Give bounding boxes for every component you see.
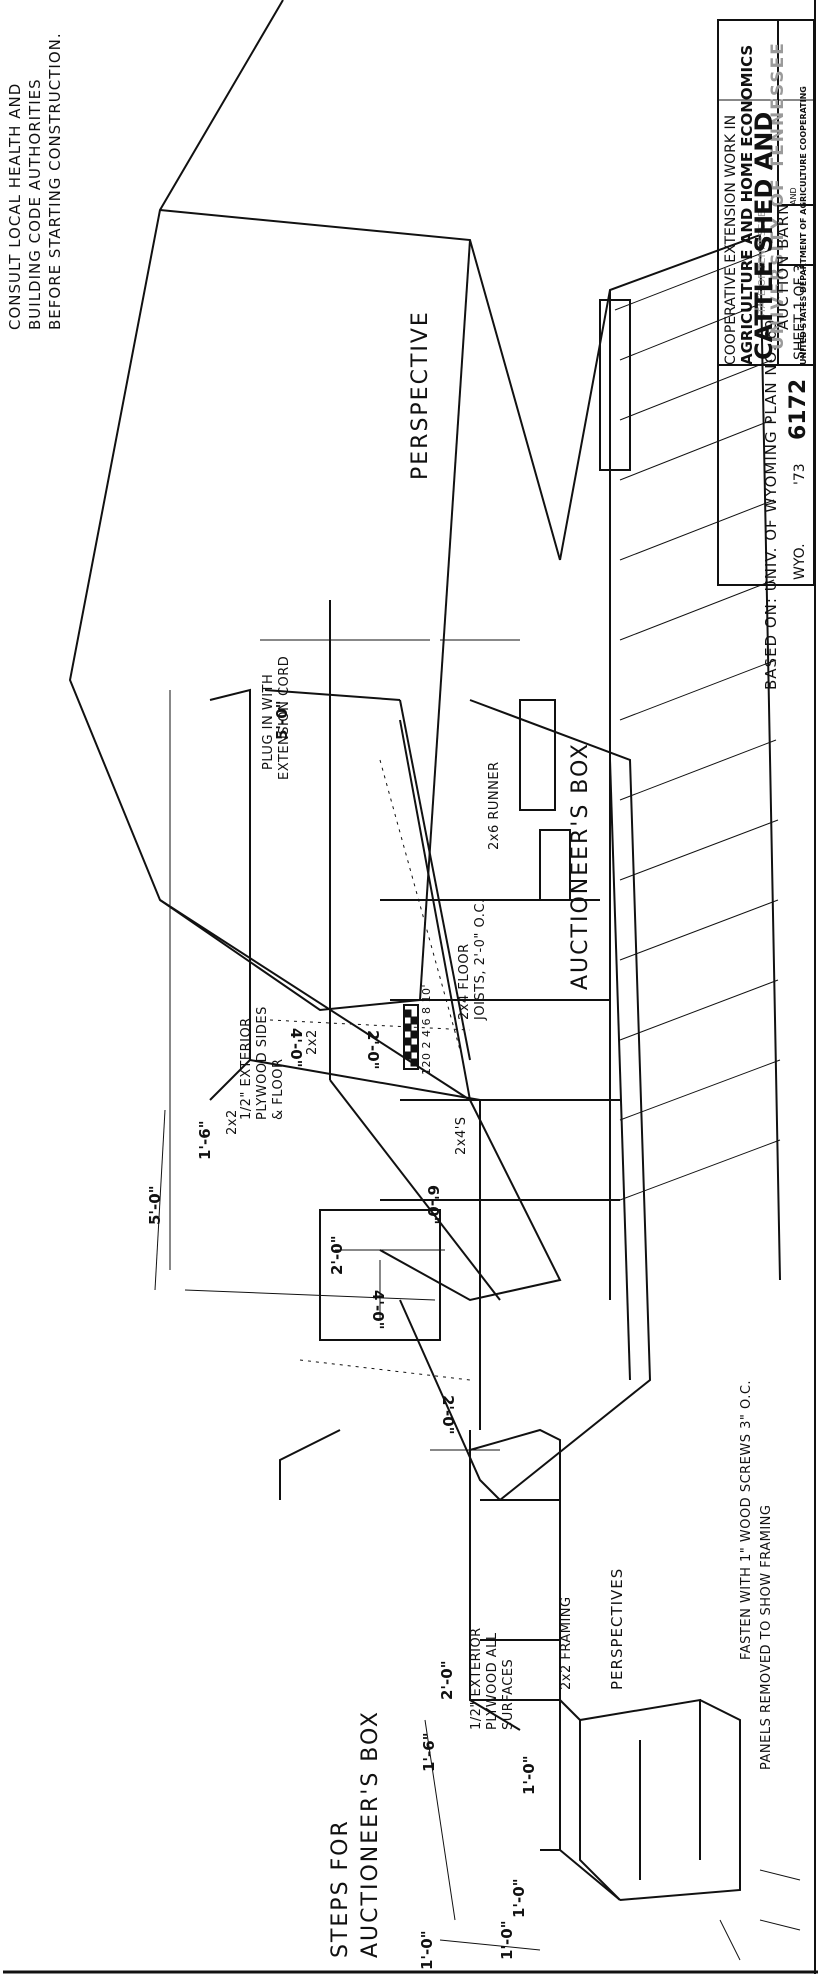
callout-plywood-sides-3: & FLOOR bbox=[271, 1058, 286, 1120]
note-line-3: BEFORE STARTING CONSTRUCTION. bbox=[46, 32, 64, 330]
callout-plywood-sides-1: 1/2" EXTERIOR bbox=[239, 1017, 254, 1120]
scale-bar bbox=[403, 1004, 419, 1070]
callout-panels: PANELS REMOVED TO SHOW FRAMING bbox=[759, 1504, 774, 1770]
dim-box-side: 1'-6" bbox=[196, 1120, 214, 1160]
dim-steps-depth: 2'-0" bbox=[438, 1660, 456, 1700]
dim-door-height: 4'-0" bbox=[369, 1290, 387, 1330]
auctioneers-box-drawing bbox=[209, 688, 652, 1501]
dim-steps-rise-2: 1'-0" bbox=[498, 1920, 516, 1960]
dim-steps-rise: 1'-0" bbox=[510, 1878, 528, 1918]
callout-plywood-all-1: 1/2" EXTERIOR bbox=[469, 1627, 484, 1730]
callout-two-by-two-b: 2x2 bbox=[305, 1029, 320, 1055]
title-block-frame bbox=[717, 19, 815, 586]
title-block-year: '73 bbox=[792, 463, 808, 485]
dim-floor-height: 2'-0" bbox=[439, 1395, 457, 1435]
dim-box-length: 5'-0" bbox=[146, 1185, 164, 1225]
building-perspective bbox=[68, 0, 781, 1302]
steps-title-line-2: AUCTIONEER'S BOX bbox=[358, 1710, 383, 1958]
siding-hatching bbox=[614, 249, 781, 1201]
note-line-2: BUILDING CODE AUTHORITIES bbox=[26, 78, 44, 330]
callout-joists-2: JOISTS, 2'-0" O.C. bbox=[473, 898, 488, 1020]
title-block-title-1: CATTLE SHED AND bbox=[750, 111, 778, 360]
dim-door-width: 2'-0" bbox=[328, 1235, 346, 1275]
callout-runner: 2x6 RUNNER bbox=[487, 761, 502, 850]
dim-box-height: 6'-0" bbox=[424, 1185, 442, 1225]
title-block-plan-no: 6172 bbox=[786, 378, 811, 440]
steps-dimension-lines bbox=[424, 1719, 801, 1961]
title-block-state: WYO. bbox=[792, 543, 808, 580]
based-on-note: BASED ON: UNIV. OF WYOMING PLAN NO. 69 bbox=[762, 318, 780, 690]
dim-steps-tread-2: 1'-0" bbox=[418, 1930, 436, 1970]
dim-steps-tread: 1'-0" bbox=[520, 1755, 538, 1795]
callout-two-by-two-a: 2x2 bbox=[225, 1109, 240, 1135]
scale-bar-labels: 120 2 4 6 8 10' bbox=[420, 983, 433, 1075]
callout-plug-1: PLUG IN WITH bbox=[261, 673, 276, 770]
building-view-title: PERSPECTIVE bbox=[408, 310, 433, 480]
framing-title-line-2: PERSPECTIVES bbox=[608, 1567, 626, 1690]
callout-plywood-all-3: SURFACES bbox=[501, 1658, 516, 1730]
title-block-sheet: SHEET 1 OF 3 bbox=[792, 264, 808, 360]
callout-plug-2: EXTENSION CORD bbox=[277, 655, 292, 780]
dim-steps-width: 1'-6" bbox=[420, 1732, 438, 1772]
steps-drawing bbox=[469, 1428, 741, 1901]
dim-rear-lower: 2'-0" bbox=[364, 1030, 382, 1070]
box-dimension-lines bbox=[154, 639, 520, 1451]
steps-title-line-1: STEPS FOR bbox=[328, 1819, 353, 1958]
screw-lines bbox=[269, 759, 471, 1381]
callout-plywood-sides-2: PLYWOOD SIDES bbox=[255, 1006, 270, 1120]
title-block-line-1: COOPERATIVE EXTENSION WORK IN bbox=[723, 114, 739, 365]
note-line-1: CONSULT LOCAL HEALTH AND bbox=[6, 82, 24, 330]
callout-fasten: FASTEN WITH 1" WOOD SCREWS 3" O.C. bbox=[739, 1379, 754, 1660]
callout-joists-1: 2x4 FLOOR bbox=[457, 943, 472, 1020]
dim-rear-upper: 4'-0" bbox=[287, 1028, 305, 1068]
framing-title-line-1: 2x2 FRAMING bbox=[559, 1596, 574, 1690]
callout-plywood-all-2: PLYWOOD ALL bbox=[485, 1632, 500, 1730]
callout-two-by-fours: 2x4'S bbox=[454, 1116, 469, 1155]
title-block-title-2: AUCTION BARN bbox=[774, 202, 792, 330]
box-view-title: AUCTIONEER'S BOX bbox=[568, 742, 593, 990]
